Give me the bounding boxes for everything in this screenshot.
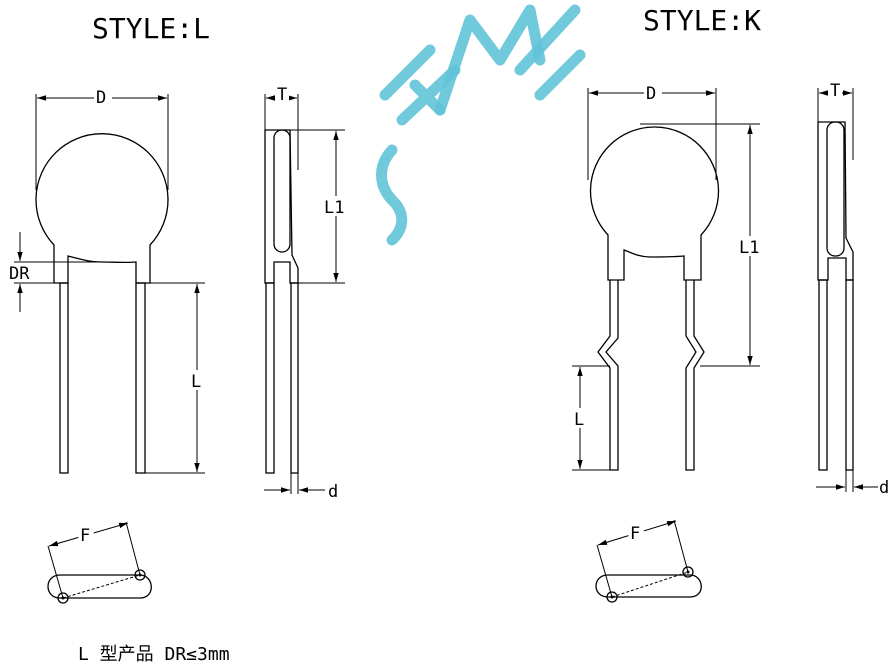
style-l-title: STYLE:L — [92, 12, 210, 45]
t-label: T — [277, 85, 287, 105]
style-k-title: STYLE:K — [643, 4, 761, 37]
k-l-label: L — [574, 410, 584, 430]
style-l-bottom-view: F — [47, 521, 152, 604]
side-body — [264, 129, 299, 284]
l1-label: L1 — [324, 198, 344, 218]
style-l-side-view: T L1 d — [264, 85, 350, 502]
k-l1-label: L1 — [739, 238, 759, 258]
bottom-outline — [47, 574, 152, 599]
k-left-lead — [597, 280, 619, 471]
left-lead — [59, 282, 69, 474]
k-t-label: T — [830, 81, 840, 101]
style-k-front-view: STYLE:K D L1 L — [572, 4, 765, 471]
side-inner-body — [273, 129, 291, 253]
style-k-side-view: T d — [816, 81, 889, 498]
k-disc-body — [589, 126, 720, 281]
right-lead — [135, 282, 146, 474]
dr-label: DR — [9, 264, 30, 284]
k-d-label: D — [646, 84, 656, 104]
style-k-bottom-view: F — [595, 519, 702, 603]
disc-body — [35, 133, 169, 284]
k-f-label: F — [630, 524, 640, 544]
watermark — [376, 4, 586, 246]
f-label: F — [80, 526, 90, 546]
footnote: L 型产品 DR≤3mm — [78, 644, 230, 665]
d-label: D — [96, 88, 106, 108]
k-right-lead — [685, 280, 705, 471]
k-d-lead-label: d — [879, 478, 889, 498]
l-label: L — [191, 372, 201, 392]
style-l-front-view: STYLE:L D DR L — [9, 12, 210, 474]
d-lead-label: d — [328, 482, 338, 502]
